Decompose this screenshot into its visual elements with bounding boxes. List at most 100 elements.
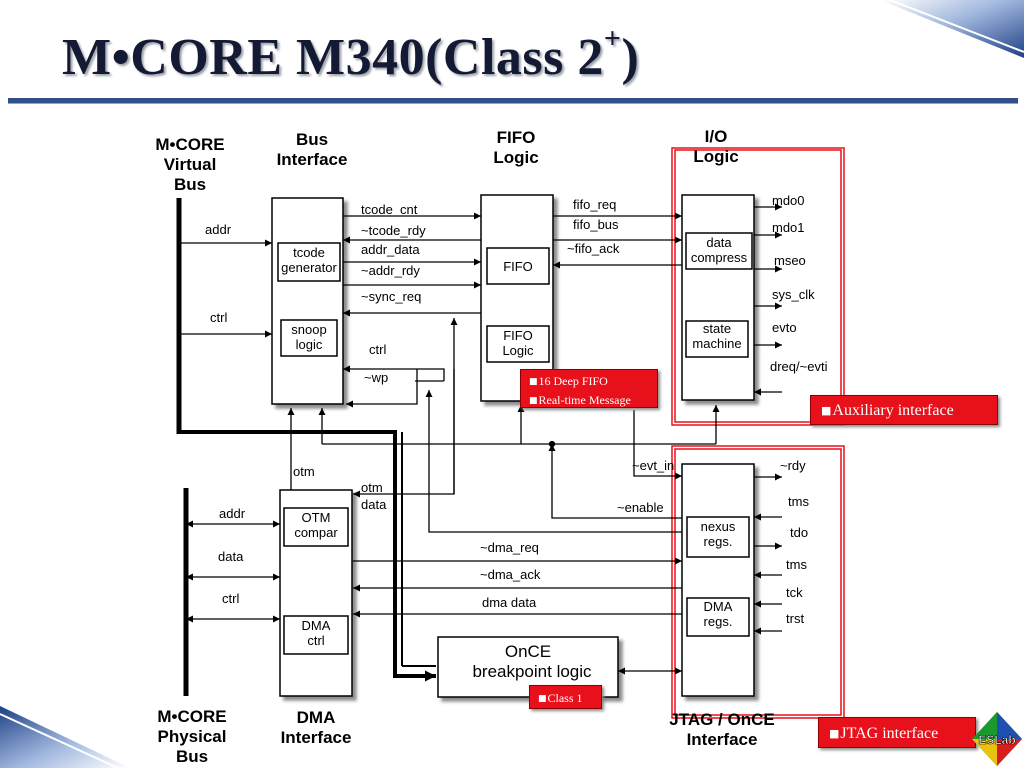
data-compress-label-1: data (706, 235, 732, 250)
jtag-frame (671, 445, 845, 719)
block-labels: tcode generator snoop logic FIFO FIFO Lo… (281, 235, 747, 681)
tms2-label: tms (786, 557, 807, 572)
nexus-regs-box (686, 516, 750, 558)
state-machine-label-2: machine (692, 336, 741, 351)
tms1-label: tms (788, 494, 809, 509)
virtual-bus-heading-1: M•CORE (155, 135, 224, 154)
bus-interface-heading-2: Interface (277, 150, 348, 169)
dma-ack-label: ~dma_ack (480, 567, 541, 582)
vb-ctrl-label: ctrl (210, 310, 227, 325)
physical-bus-heading-1: M•CORE (157, 707, 226, 726)
pb-data-label: data (218, 549, 244, 564)
fifo-inner-box (486, 247, 550, 285)
dma-regs-label-1: DMA (704, 599, 733, 614)
dma-interface-heading-1: DMA (297, 708, 336, 727)
fifo-label: FIFO (503, 259, 533, 274)
sys-clk-label: sys_clk (772, 287, 815, 302)
virtual-bus-heading-3: Bus (174, 175, 206, 194)
rdy-label: ~rdy (780, 458, 806, 473)
dma-req-label: ~dma_req (480, 540, 539, 555)
dma-ctrl-label-1: DMA (302, 618, 331, 633)
dma-ctrl-box (283, 615, 349, 655)
bus-interface-heading-1: Bus (296, 130, 328, 149)
tdo-label: tdo (790, 525, 808, 540)
otm-data-label-2: data (361, 497, 387, 512)
jtag-interface-callout: ■JTAG interface (818, 717, 976, 748)
mdo0-label: mdo0 (772, 193, 805, 208)
evt-in-label: ~evt_in (632, 458, 674, 473)
fifo-logic-inner-label-2: Logic (502, 343, 534, 358)
otm-data-label-1: otm (361, 480, 383, 495)
fifo-logic-inner-label-1: FIFO (503, 328, 533, 343)
class1-callout: ■Class 1 (529, 685, 602, 709)
tcode-generator-box (277, 242, 341, 282)
fifo-notes-callout: ■16 Deep FIFO ■Real-time Message (520, 369, 658, 408)
fifo-logic-inner-box (486, 325, 550, 363)
jtag-interface-heading-1: JTAG / OnCE (669, 710, 774, 729)
block-boxes (271, 194, 755, 698)
otm-compar-label-1: OTM (302, 510, 331, 525)
dma-ctrl-label-2: ctrl (307, 633, 324, 648)
dma-regs-box (686, 597, 750, 637)
eslab-logo: ESLab (972, 712, 1022, 766)
pb-addr-label: addr (219, 506, 246, 521)
io-logic-heading-2: Logic (693, 147, 738, 166)
fifo-logic-box (480, 194, 554, 402)
otm-compar-box (283, 507, 349, 547)
physical-bus-heading-2: Physical (158, 727, 227, 746)
virtual-bus-heading-2: Virtual (164, 155, 217, 174)
jtag-interface-heading-2: Interface (687, 730, 758, 749)
signal-labels: addr ctrl tcode_cnt ~tcode_rdy addr_data… (205, 193, 828, 626)
corner-decoration-top-right (880, 0, 1024, 58)
physical-bus-heading-3: Bus (176, 747, 208, 766)
corner-decoration-bottom-left (0, 706, 130, 768)
signal-lines (179, 203, 782, 675)
snoop-logic-label-1: snoop (291, 322, 326, 337)
once-label-2: breakpoint logic (472, 662, 592, 681)
mdo1-label: mdo1 (772, 220, 805, 235)
title-rule (8, 98, 1018, 104)
auxiliary-frame (671, 147, 845, 426)
addr-data-label: addr_data (361, 242, 420, 257)
nexus-regs-label-1: nexus (701, 519, 736, 534)
nexus-regs-label-2: regs. (704, 534, 733, 549)
dma-interface-heading-2: Interface (281, 728, 352, 747)
wp-label: ~wp (364, 370, 388, 385)
snoop-logic-box (280, 319, 338, 357)
enable-label: ~enable (617, 500, 664, 515)
fifo-logic-heading-1: FIFO (497, 128, 536, 147)
state-machine-box (685, 320, 749, 358)
vb-addr-label: addr (205, 222, 232, 237)
slide-title: M•CORE M340(Class 2+) (62, 21, 640, 86)
dreq-evti-label: dreq/~evti (770, 359, 828, 374)
addr-rdy-label: ~addr_rdy (361, 263, 420, 278)
snoop-logic-label-2: logic (296, 337, 323, 352)
tcode-generator-label-1: tcode (293, 245, 325, 260)
bus-lines (176, 198, 436, 696)
tcode-generator-label-2: generator (281, 260, 337, 275)
highlight-frames (671, 147, 845, 719)
data-compress-label-2: compress (691, 250, 748, 265)
evto-label: evto (772, 320, 797, 335)
ctrl-label: ctrl (369, 342, 386, 357)
tcode-cnt-label: tcode_cnt (361, 202, 418, 217)
fifo-notes-line-2: ■Real-time Message (529, 393, 631, 407)
sync-req-label: ~sync_req (361, 289, 421, 304)
data-compress-box (685, 232, 753, 270)
dma-data-label: dma data (482, 595, 537, 610)
auxiliary-interface-callout: ■Auxiliary interface (810, 395, 998, 425)
section-headings: M•CORE Virtual Bus Bus Interface FIFO Lo… (155, 127, 774, 766)
tck-label: tck (786, 585, 803, 600)
trst-label: trst (786, 611, 804, 626)
dma-regs-label-2: regs. (704, 614, 733, 629)
fifo-req-label: fifo_req (573, 197, 616, 212)
pb-ctrl-label: ctrl (222, 591, 239, 606)
logo-text: ESLab (978, 733, 1015, 747)
fifo-bus-label: fifo_bus (573, 217, 619, 232)
otm-label: otm (293, 464, 315, 479)
fifo-notes-line-1: ■16 Deep FIFO (529, 374, 608, 388)
bus-interface-box (271, 197, 344, 405)
otm-compar-label-2: compar (294, 525, 338, 540)
fifo-logic-heading-2: Logic (493, 148, 538, 167)
